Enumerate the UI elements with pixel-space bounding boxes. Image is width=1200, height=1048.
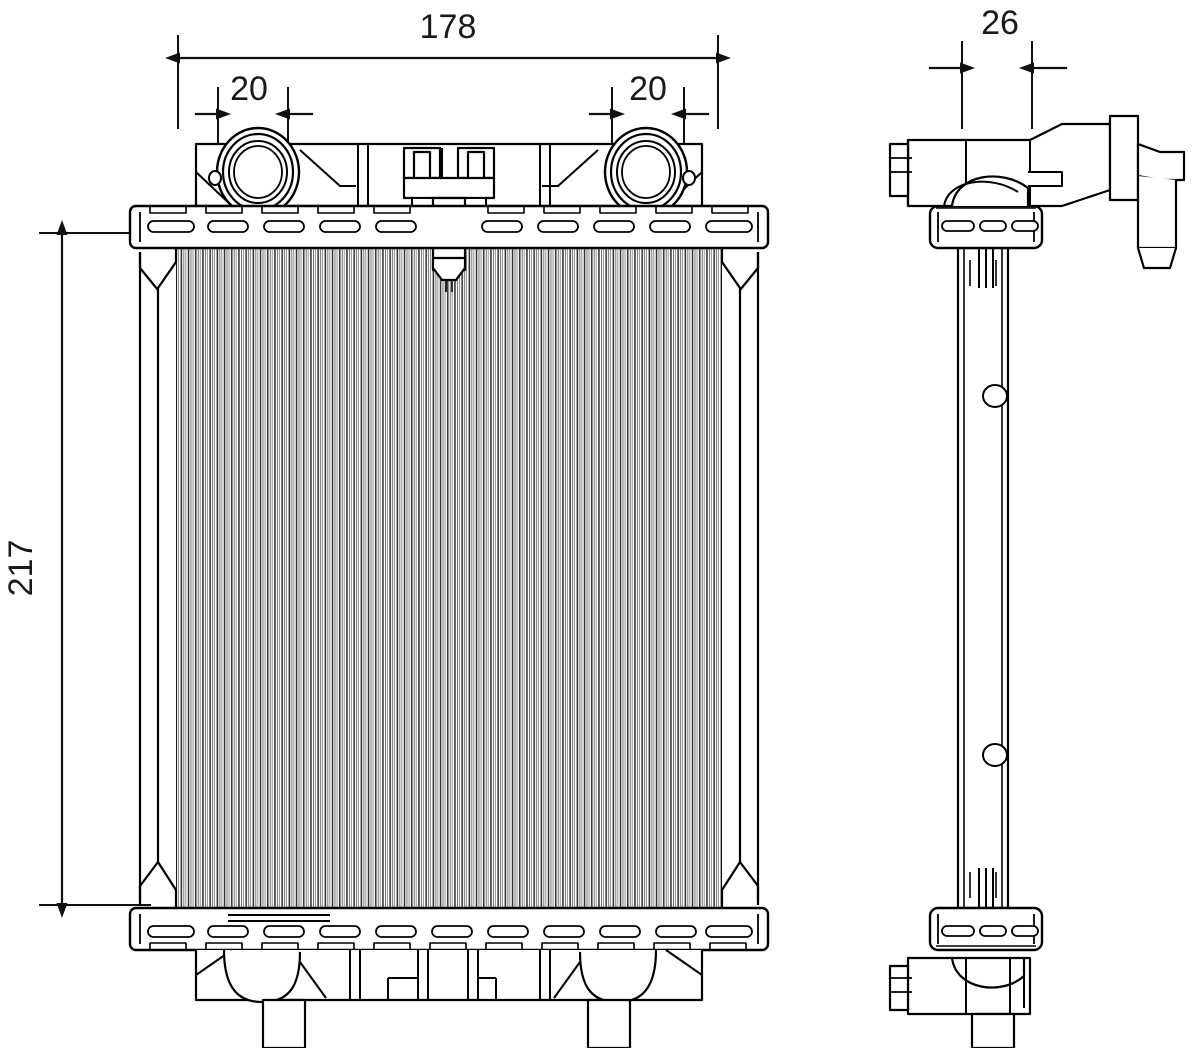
side-bottom-tank	[888, 956, 1032, 1048]
side-hole-lower	[982, 743, 1008, 767]
dimension-label-port-right: 20	[629, 70, 667, 108]
side-hole-upper	[982, 384, 1008, 408]
core-fin-pack	[175, 247, 723, 909]
port-right	[603, 126, 696, 218]
bottom-header-plate	[128, 906, 770, 952]
top-header-plate	[128, 204, 770, 250]
drain-pin-right	[586, 998, 632, 1048]
side-top-tank	[888, 114, 1186, 270]
dimension-label-depth: 26	[981, 4, 1019, 42]
bottom-tank	[194, 949, 704, 1004]
side-bottom-header-plate	[928, 906, 1044, 952]
dimension-label-port-left: 20	[230, 70, 268, 108]
side-view	[888, 114, 1186, 1048]
side-drain-pin	[970, 1012, 1016, 1048]
dimension-depth	[928, 41, 1068, 129]
front-view	[128, 126, 770, 1048]
header-tab-row-top	[149, 206, 749, 214]
dimension-layer	[39, 35, 1068, 918]
dimension-label-height: 217	[2, 540, 40, 597]
drain-pin-left	[261, 998, 307, 1048]
dimension-label-width: 178	[420, 8, 477, 46]
dimension-overall-width	[165, 35, 731, 129]
side-frame-right	[720, 248, 760, 908]
side-core	[956, 246, 1010, 910]
header-slot-group-bottom	[147, 925, 753, 938]
header-tab-row-bottom	[149, 942, 747, 950]
port-left	[208, 126, 301, 218]
side-tube-stubs-bottom	[978, 868, 994, 908]
side-top-header-plate	[928, 204, 1044, 250]
header-slot-group-top	[147, 220, 753, 233]
side-frame-left	[138, 248, 178, 908]
side-tube-stubs-top	[978, 248, 994, 288]
